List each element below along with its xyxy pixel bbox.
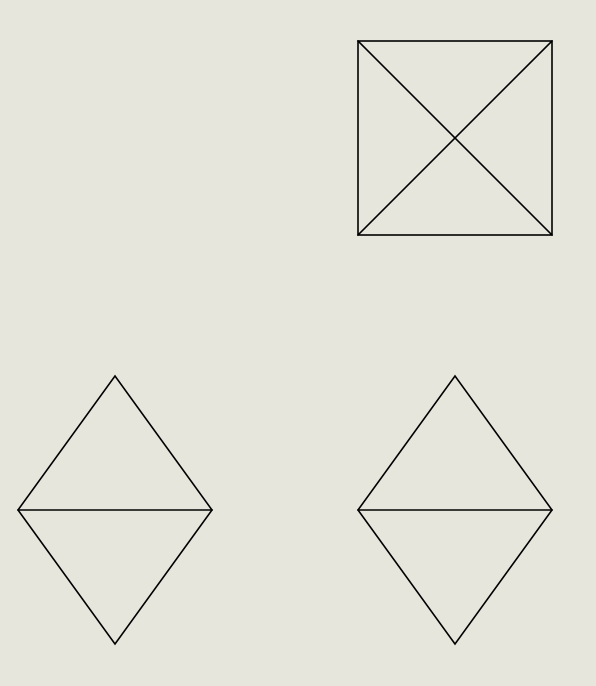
top-view-diagonal-2 — [356, 39, 554, 237]
side-view-outline — [357, 374, 553, 646]
top-view-square — [356, 39, 554, 237]
top-view-outline — [357, 40, 553, 236]
front-view-rhombus — [17, 374, 213, 646]
side-view-rhombus — [357, 374, 553, 646]
front-view-outline — [17, 374, 213, 646]
